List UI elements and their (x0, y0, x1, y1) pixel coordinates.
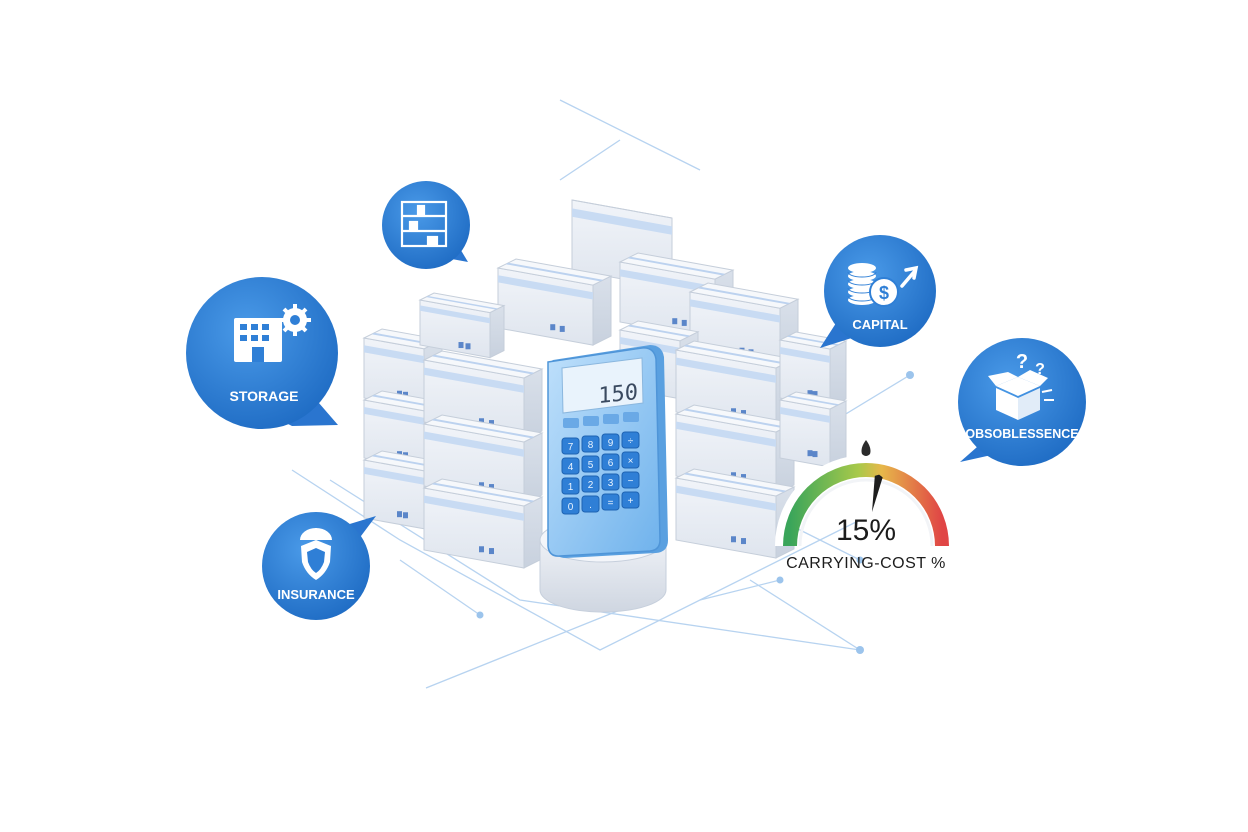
obsolescence-bubble: ? ? OBSOBLESSENCE (958, 338, 1086, 466)
gauge-label: CARRYING-COST % (786, 555, 946, 572)
gauge-value: 15% (836, 514, 896, 547)
shield-umbrella-icon (300, 528, 332, 580)
calculator-key-label: ÷ (628, 436, 634, 447)
calculator-key: 5 (581, 455, 600, 473)
calculator-key-label: 9 (608, 438, 614, 449)
calculator-key-label: 1 (568, 482, 574, 493)
calculator-key: 9 (601, 433, 620, 451)
calculator-key-label: 6 (608, 458, 614, 469)
calculator-function-key (563, 418, 579, 428)
capital-bubble: $ CAPITAL (820, 235, 936, 348)
inventory-box (778, 391, 848, 468)
coins-dollar-arrow-icon: $ (847, 263, 919, 307)
calculator-key: = (601, 493, 620, 511)
calculator-keypad: 7 8 9 ÷ 4 5 6 × 1 2 3 − 0. = + (561, 412, 640, 515)
building-gear-icon (234, 304, 311, 362)
inventory-box (418, 292, 506, 359)
inventory-box-stack (362, 199, 848, 569)
calculator-key-label: 4 (568, 462, 574, 473)
inventory-box (422, 478, 544, 569)
calculator-key: 7 (561, 437, 580, 455)
calculator-key-label: = (608, 498, 614, 509)
calculator-key-label: 2 (588, 480, 594, 491)
inventory-box (422, 350, 544, 441)
calculator-key-label: 0 (568, 502, 574, 513)
calculator-function-key (583, 416, 599, 426)
calculator-key: 3 (601, 473, 620, 491)
calculator-key: 0 (561, 497, 580, 515)
calculator-key-label: + (628, 496, 634, 507)
calculator-key: 8 (581, 435, 600, 453)
storage-label: STORAGE (230, 388, 299, 404)
carrying-cost-gauge: 15% CARRYING-COST % (775, 440, 957, 572)
calculator-function-key (603, 414, 619, 424)
svg-text:?: ? (1035, 361, 1045, 378)
calculator-function-key (623, 412, 639, 422)
calculator-key-label: 5 (588, 460, 594, 471)
calculator-key: + (621, 491, 640, 509)
calculator-key-label: 8 (588, 440, 594, 451)
svg-text:?: ? (1016, 351, 1028, 373)
calculator-key-label: . (589, 500, 592, 511)
svg-text:$: $ (879, 283, 889, 303)
calculator-key: 2 (581, 475, 600, 493)
calculator-key-label: × (628, 456, 634, 467)
insurance-label: INSURANCE (277, 587, 355, 602)
circuit-nodes (476, 371, 914, 654)
warehouse-shelf-icon (400, 200, 448, 248)
calculator-key: ÷ (621, 431, 640, 449)
calculator-key: 6 (601, 453, 620, 471)
calculator-key: . (581, 495, 600, 513)
storage-bubble: STORAGE (186, 277, 338, 429)
calculator-key-label: 3 (608, 478, 614, 489)
calculator-key: − (621, 471, 640, 489)
shelving-bubble (382, 181, 470, 269)
inventory-box (496, 258, 613, 346)
calculator-key-label: − (628, 476, 634, 487)
calculator-key: 4 (561, 457, 580, 475)
calculator: 150 7 8 9 ÷ 4 5 6 × 1 2 3 − 0. = + (547, 345, 668, 558)
gauge-pointer-drop (861, 440, 871, 456)
insurance-bubble: INSURANCE (262, 512, 376, 620)
calculator-display: 150 (598, 380, 638, 409)
calculator-key: × (621, 451, 640, 469)
open-box-question-icon: ? ? (988, 351, 1054, 420)
calculator-key-label: 7 (568, 442, 574, 453)
gauge-needle (872, 474, 883, 512)
capital-label: CAPITAL (852, 317, 907, 332)
inventory-box (778, 331, 848, 408)
obsolescence-label: OBSOBLESSENCE (965, 427, 1078, 441)
calculator-key: 1 (561, 477, 580, 495)
